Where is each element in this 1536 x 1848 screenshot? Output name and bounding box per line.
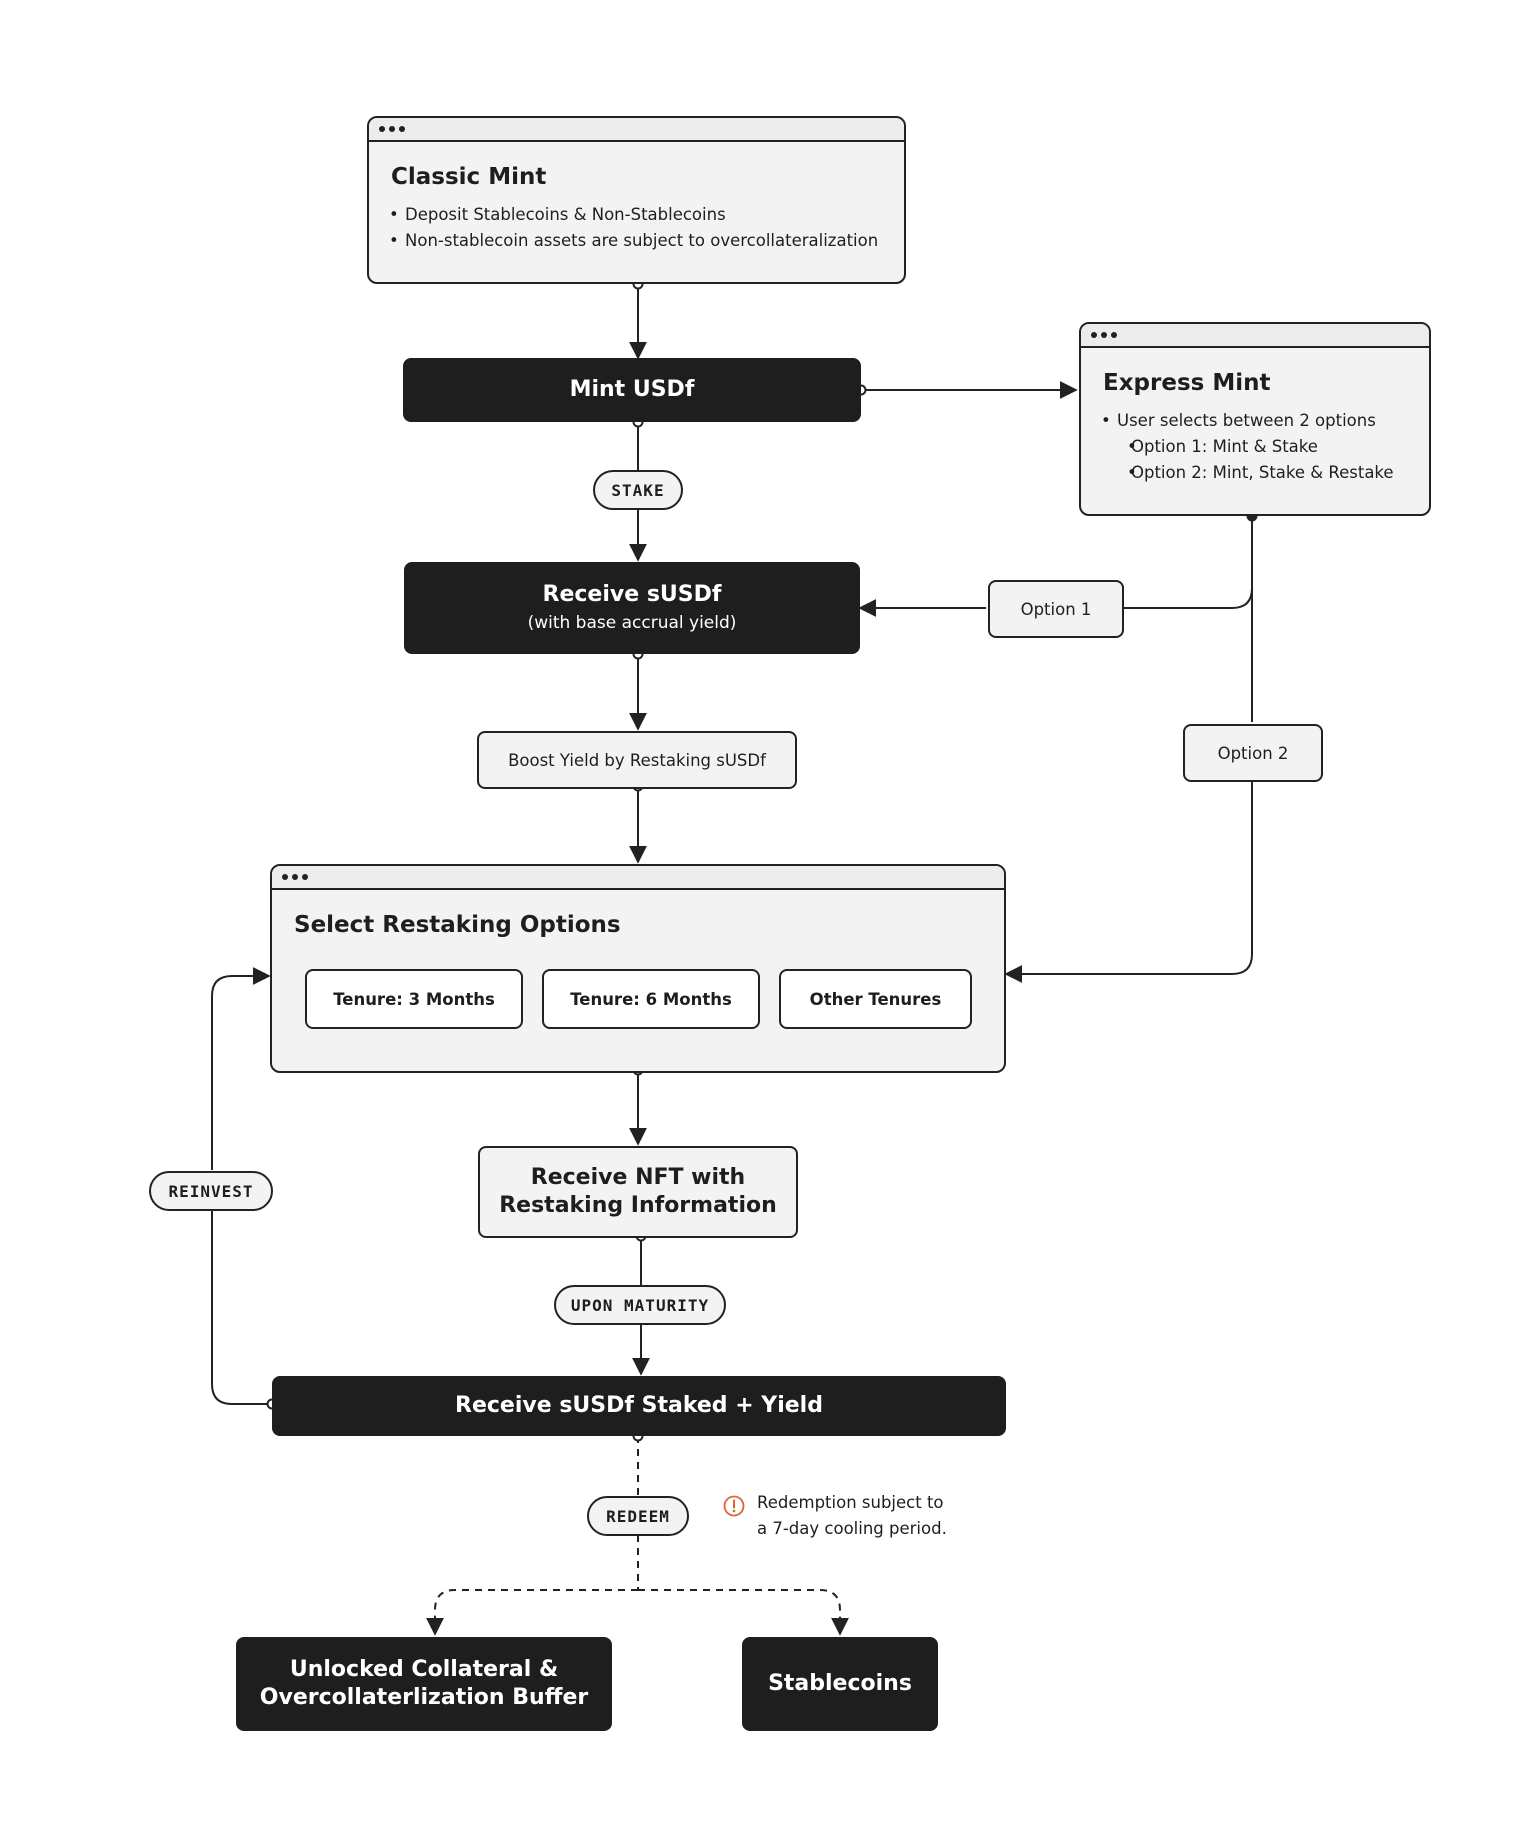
receive-staked-yield-label: Receive sUSDf Staked + Yield <box>455 1393 823 1418</box>
edge-split-to-stablecoins <box>638 1589 849 1636</box>
classic-mint-bullets: Deposit Stablecoins & Non-Stablecoins No… <box>381 202 878 254</box>
edge-split-to-unlocked <box>426 1589 638 1636</box>
classic-mint-window: Classic Mint Deposit Stablecoins & Non-S… <box>367 116 906 284</box>
window-dots-icon <box>1091 332 1117 338</box>
edge-staked-to-reinvest <box>211 1210 272 1405</box>
express-mint-sub-bullet: Option 2: Mint, Stake & Restake <box>1093 460 1394 486</box>
express-mint-bullets: User selects between 2 options Option 1:… <box>1093 408 1394 486</box>
redeem-pill: REDEEM <box>587 1496 689 1536</box>
receive-susdf-sublabel: (with base accrual yield) <box>527 613 737 633</box>
unlocked-line1: Unlocked Collateral & <box>289 1657 559 1682</box>
unlocked-line2: Overcollaterlization Buffer <box>259 1685 589 1710</box>
boost-yield-label: Boost Yield by Restaking sUSDf <box>477 731 797 789</box>
receive-nft-line1: Receive NFT with <box>530 1165 746 1190</box>
reinvest-pill: REINVEST <box>149 1171 273 1211</box>
option-1-label: Option 1 <box>988 580 1124 638</box>
restaking-options-window: Select Restaking Options Tenure: 3 Month… <box>270 864 1006 1073</box>
classic-mint-bullet: Deposit Stablecoins & Non-Stablecoins <box>381 202 878 228</box>
window-title-bar <box>1081 324 1429 348</box>
unlocked-collateral-node: Unlocked Collateral & Overcollaterlizati… <box>236 1637 612 1731</box>
window-dots-icon <box>379 126 405 132</box>
classic-mint-bullet: Non-stablecoin assets are subject to ove… <box>381 228 878 254</box>
stake-pill: STAKE <box>593 470 683 510</box>
receive-susdf-node: Receive sUSDf (with base accrual yield) <box>404 562 860 654</box>
redemption-note-line2: a 7-day cooling period. <box>757 1519 947 1538</box>
stablecoins-label: Stablecoins <box>768 1671 912 1696</box>
express-mint-bullet: User selects between 2 options <box>1093 408 1394 434</box>
option-2-label: Option 2 <box>1183 724 1323 782</box>
mint-usdf-label: Mint USDf <box>569 377 695 402</box>
express-mint-sub-bullet: Option 1: Mint & Stake <box>1093 434 1394 460</box>
edge-express-to-option1 <box>1122 516 1253 609</box>
classic-mint-title: Classic Mint <box>391 164 547 190</box>
receive-nft-line2: Restaking Information <box>499 1193 777 1218</box>
redemption-note: Redemption subject to a 7-day cooling pe… <box>757 1490 977 1542</box>
window-dots-icon <box>282 874 308 880</box>
restaking-title: Select Restaking Options <box>294 912 621 938</box>
receive-susdf-label: Receive sUSDf <box>542 582 722 607</box>
edge-option2-to-restaking <box>1004 780 1253 983</box>
tenure-3-months-button[interactable]: Tenure: 3 Months <box>305 969 523 1029</box>
express-mint-window: Express Mint User selects between 2 opti… <box>1079 322 1431 516</box>
other-tenures-button[interactable]: Other Tenures <box>779 969 972 1029</box>
mint-usdf-node: Mint USDf <box>403 358 861 422</box>
edge-reinvest-to-restaking <box>211 967 271 1170</box>
window-title-bar <box>369 118 904 142</box>
receive-nft-node: Receive NFT with Restaking Information <box>478 1146 798 1238</box>
upon-maturity-pill: UPON MATURITY <box>554 1285 726 1325</box>
window-title-bar <box>272 866 1004 890</box>
tenure-6-months-button[interactable]: Tenure: 6 Months <box>542 969 760 1029</box>
redemption-note-line1: Redemption subject to <box>757 1493 944 1512</box>
stablecoins-node: Stablecoins <box>742 1637 938 1731</box>
receive-staked-yield-node: Receive sUSDf Staked + Yield <box>272 1376 1006 1436</box>
warning-circle-icon <box>723 1495 745 1517</box>
express-mint-title: Express Mint <box>1103 370 1271 396</box>
